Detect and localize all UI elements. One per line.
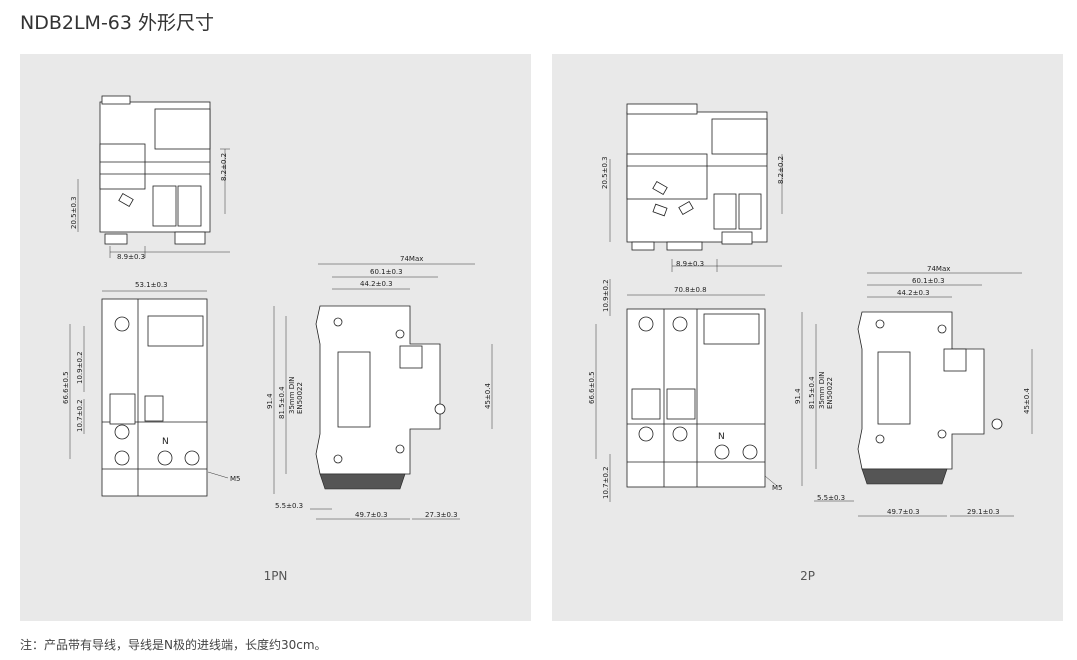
dim-side-h-total: 91.4 [794, 388, 802, 404]
dim-side-b3: 27.3±0.3 [425, 511, 458, 519]
dim-side-b2: 49.7±0.3 [887, 508, 920, 516]
dim-front-w: 53.1±0.3 [135, 281, 168, 289]
dim-top-h1: 8.2±0.2 [220, 153, 228, 181]
screw-label: M5 [230, 475, 241, 483]
dim-side-max: 74Max [927, 265, 950, 273]
footnote: 注：产品带有导线，导线是N极的进线端，长度约30cm。 [20, 638, 327, 652]
front-view: N [101, 298, 208, 497]
dim-side-w2: 44.2±0.3 [360, 280, 393, 288]
dim-front-h1: 66.6±0.5 [62, 371, 70, 404]
panel-label-2p: 2P [800, 569, 815, 583]
dim-side-b1: 5.5±0.3 [275, 502, 303, 510]
n-mark: N [718, 432, 725, 442]
side-dimensions: 74Max 60.1±0.3 44.2±0.3 91.4 81.5±0.4 35… [266, 255, 493, 520]
dim-side-h3: 45±0.4 [484, 383, 492, 409]
dim-side-b3: 29.1±0.3 [967, 508, 1000, 516]
front-dimensions: 53.1±0.3 66.6±0.5 10.9±0.2 10.7±0.2 M5 [62, 281, 241, 483]
top-dimensions: 8.2±0.2 20.5±0.3 8.9±0.3 [601, 154, 785, 272]
drawing-panel-1pn: 8.2±0.2 20.5±0.3 8.9±0.3 N 53.1 [20, 54, 531, 621]
dim-top-h2: 20.5±0.3 [70, 196, 78, 229]
din-label-2: EN50022 [826, 377, 834, 409]
dim-side-h3: 45±0.4 [1023, 388, 1031, 414]
dim-side-w2: 44.2±0.3 [897, 289, 930, 297]
dim-side-w1: 60.1±0.3 [912, 277, 945, 285]
din-label-2: EN50022 [296, 382, 304, 414]
n-mark: N [162, 437, 169, 447]
top-view [626, 103, 768, 251]
dim-top-h1: 8.2±0.2 [777, 156, 785, 184]
screw-label: M5 [772, 484, 783, 492]
dim-top-h2: 20.5±0.3 [601, 156, 609, 189]
din-label-1: 35mm DIN [818, 372, 826, 409]
dim-front-h2: 10.9±0.2 [602, 279, 610, 312]
top-view [99, 95, 211, 245]
dim-front-h3: 10.7±0.2 [602, 466, 610, 499]
dim-front-h1: 66.6±0.5 [588, 371, 596, 404]
dimension-drawing-2p: 8.2±0.2 20.5±0.3 8.9±0.3 N [588, 103, 1033, 517]
side-view [857, 311, 1003, 485]
dim-front-w: 70.8±0.8 [674, 286, 707, 294]
drawing-panel-2p: 8.2±0.2 20.5±0.3 8.9±0.3 N [552, 54, 1063, 621]
dim-front-h2: 10.9±0.2 [76, 351, 84, 384]
dim-top-w: 8.9±0.3 [117, 253, 145, 261]
dim-side-h2: 81.5±0.4 [278, 386, 286, 419]
front-dimensions: 70.8±0.8 66.6±0.5 10.9±0.2 10.7±0.2 M5 [588, 279, 783, 502]
dim-side-max: 74Max [400, 255, 423, 263]
dim-side-h-total: 91.4 [266, 393, 274, 409]
dim-side-w1: 60.1±0.3 [370, 268, 403, 276]
panel-label-1pn: 1PN [263, 569, 288, 583]
front-view: N [626, 308, 766, 488]
dim-side-b1: 5.5±0.3 [817, 494, 845, 502]
dimension-drawing-1pn: 8.2±0.2 20.5±0.3 8.9±0.3 N 53.1 [62, 95, 493, 520]
top-dimensions: 8.2±0.2 20.5±0.3 8.9±0.3 [70, 148, 230, 261]
page-title: NDB2LM-63 外形尺寸 [20, 12, 215, 34]
dim-side-h2: 81.5±0.4 [808, 376, 816, 409]
side-view [315, 305, 446, 490]
din-label-1: 35mm DIN [288, 377, 296, 414]
dim-top-w: 8.9±0.3 [676, 260, 704, 268]
side-dimensions: 74Max 60.1±0.3 44.2±0.3 91.4 81.5±0.4 35… [794, 265, 1033, 517]
dim-side-b2: 49.7±0.3 [355, 511, 388, 519]
dim-front-h3: 10.7±0.2 [76, 399, 84, 432]
